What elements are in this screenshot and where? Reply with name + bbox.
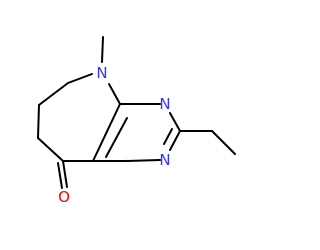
bond-fusion-n — [108, 83, 121, 105]
atom-label-group: N N N O — [58, 64, 171, 206]
bond-group — [37, 36, 236, 189]
nitrogen-label-pyrimidine-upper: N — [159, 95, 170, 113]
structure-canvas: N N N O — [37, 36, 236, 206]
bond-fusion-double-b — [105, 117, 128, 158]
bond-ch2-ch2-b — [37, 104, 40, 139]
oxygen-label-carbonyl: O — [58, 188, 70, 206]
molecule-diagram: N N N O — [37, 36, 236, 206]
bond-c2-n3-a — [169, 130, 181, 151]
bond-ch2-carbonyl-carbon — [37, 137, 64, 162]
nitrogen-label-azepine: N — [96, 64, 107, 82]
nitrogen-label-pyrimidine-lower: N — [159, 151, 170, 169]
bond-carbonyl-double-a — [62, 160, 68, 188]
bond-n1-c2 — [169, 112, 181, 132]
bond-carbonyl-double-b — [57, 162, 63, 189]
bond-ch2-ch3 — [211, 130, 236, 155]
bond-n-ch2 — [67, 73, 93, 84]
bond-n3-c4 — [124, 159, 161, 162]
bond-n-methyl — [101, 36, 104, 63]
bond-c2-n3-b — [163, 128, 173, 145]
bond-fusion-double-a — [92, 103, 121, 162]
bond-ch2-ch2-a — [38, 82, 69, 106]
